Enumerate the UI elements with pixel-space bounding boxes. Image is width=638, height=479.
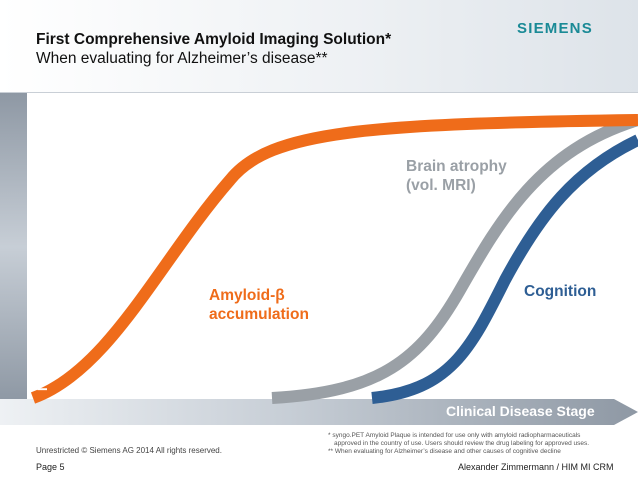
x-axis-label: Clinical Disease Stage bbox=[446, 403, 595, 419]
brain-atrophy-curve bbox=[271, 114, 638, 404]
footnote-2: ** When evaluating for Alzheimer’s disea… bbox=[328, 448, 561, 455]
brain-atrophy-label-line-1: Brain atrophy bbox=[406, 158, 507, 175]
x-axis-band bbox=[0, 399, 638, 425]
header-divider bbox=[0, 92, 638, 93]
brain-atrophy-label: Brain atrophy (vol. MRI) bbox=[406, 157, 507, 195]
footnote-1-cont: approved in the country of use. Users sh… bbox=[334, 440, 590, 447]
header-band bbox=[0, 0, 638, 92]
slide-subtitle: When evaluating for Alzheimer’s disease*… bbox=[36, 50, 328, 67]
cognition-curve bbox=[371, 134, 638, 404]
siemens-logo: SIEMENS bbox=[517, 20, 593, 37]
amyloid-curve bbox=[30, 114, 638, 404]
footnote-1: * syngo.PET Amyloid Plaque is intended f… bbox=[328, 432, 581, 439]
amyloid-label: Amyloid-β accumulation bbox=[209, 286, 309, 324]
amyloid-label-line-2: accumulation bbox=[209, 306, 309, 323]
copyright-notice: Unrestricted © Siemens AG 2014 All right… bbox=[36, 446, 222, 455]
cognition-label: Cognition bbox=[524, 282, 596, 301]
author: Alexander Zimmermann / HIM MI CRM bbox=[458, 462, 614, 472]
y-axis-abnormal-label: Abnormal bbox=[34, 125, 50, 191]
y-axis-normal-label: Normal bbox=[34, 342, 50, 391]
y-axis-band bbox=[0, 93, 27, 401]
slide-title: First Comprehensive Amyloid Imaging Solu… bbox=[36, 31, 392, 48]
cognition-label-line-1: Cognition bbox=[524, 283, 597, 300]
brain-atrophy-label-line-2: (vol. MRI) bbox=[406, 177, 476, 194]
page-number: Page 5 bbox=[36, 462, 65, 472]
amyloid-label-line-1: Amyloid-β bbox=[209, 287, 285, 304]
